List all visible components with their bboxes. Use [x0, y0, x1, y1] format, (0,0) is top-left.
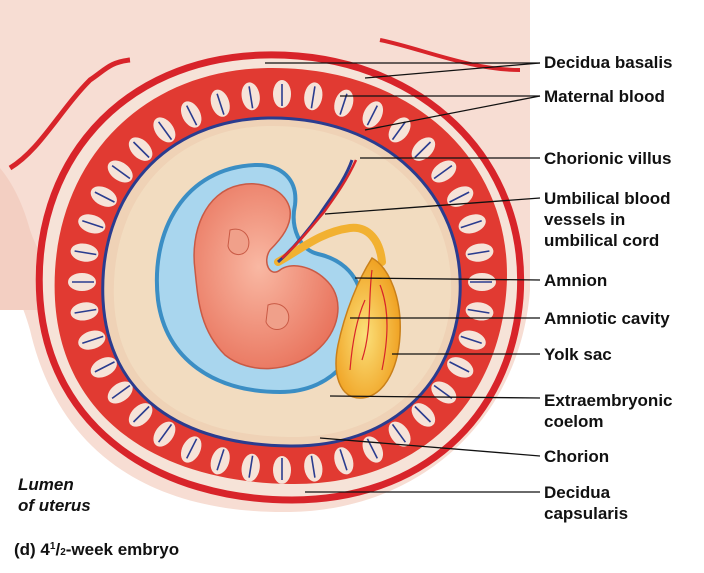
villus-vessel	[94, 361, 115, 373]
label-lumen-of-uterus: Lumen of uterus	[18, 474, 91, 516]
villus-vessel	[74, 308, 97, 314]
label-decidua-capsularis: Decidua capsularis	[544, 482, 628, 524]
label-decidua-capsularis-line1: Decidua	[544, 483, 611, 502]
villus-vessel	[216, 449, 225, 471]
label-chorionic-villus: Chorionic villus	[544, 149, 672, 168]
villus-vessel	[449, 191, 470, 203]
label-decidua-capsularis-line2: capsularis	[544, 504, 629, 523]
villus-vessel	[310, 86, 316, 109]
villus-vessel	[460, 335, 482, 344]
villus-vessel	[74, 250, 97, 256]
villus-vessel	[157, 423, 173, 443]
villi-lacunae	[68, 80, 496, 484]
caption-suffix: -week embryo	[65, 540, 180, 559]
uterine-artery	[379, 38, 521, 72]
umbilical-cord	[274, 223, 386, 266]
maternal-vessel	[8, 57, 131, 171]
villus-vessel	[216, 93, 225, 115]
villus-vessel	[467, 250, 490, 256]
caption-denominator: 2	[60, 547, 66, 558]
villus-vessel	[132, 141, 150, 159]
label-umbilical-line2: vessels in	[544, 210, 626, 229]
villus-vessel	[185, 105, 198, 126]
villus-vessel	[449, 361, 470, 373]
villus-vessel	[185, 438, 198, 459]
label-extraembryonic-line2: coelom	[544, 412, 604, 431]
villus-vessel	[132, 405, 150, 423]
villus-vessel	[248, 86, 254, 109]
villus-vessel	[111, 384, 131, 400]
figure-caption: (d) 41/2-week embryo	[14, 540, 180, 559]
villus-vessel	[248, 455, 254, 478]
villus-vessel	[414, 405, 432, 423]
label-lumen-line2: of uterus	[18, 496, 91, 515]
label-yolk-sac: Yolk sac	[544, 345, 612, 364]
villus-vessel	[460, 220, 482, 229]
embryo-limb-upper	[227, 228, 250, 255]
caption-prefix: (d) 4	[14, 540, 50, 559]
label-chorion: Chorion	[544, 447, 610, 466]
villus-vessel	[82, 335, 104, 344]
villus-vessel	[433, 164, 453, 180]
villus-vessel	[366, 105, 379, 126]
umbilical-artery	[281, 159, 358, 259]
label-extraembryonic-line1: Extraembryonic	[544, 391, 673, 410]
label-decidua-basalis: Decidua basalis	[544, 53, 673, 72]
yolk-sac-vessels	[349, 269, 388, 371]
villus-vessel	[82, 220, 104, 229]
villus-vessel	[467, 308, 490, 314]
embryo-limb	[265, 303, 290, 330]
villus-vessel	[94, 191, 115, 203]
villus-vessel	[310, 455, 316, 478]
villus-vessel	[111, 164, 131, 180]
caption-numerator: 1	[49, 541, 56, 552]
villus-vessel	[339, 449, 348, 471]
villus-vessel	[414, 141, 432, 159]
leader-lines	[265, 62, 541, 493]
label-maternal-blood: Maternal blood	[544, 87, 665, 106]
endometrium-strip	[0, 168, 80, 310]
label-extraembryonic-coelom: Extraembryonic coelom	[544, 390, 673, 432]
villus-vessel	[433, 384, 453, 400]
label-umbilical-line1: Umbilical blood	[544, 189, 671, 208]
label-amniotic-cavity: Amniotic cavity	[544, 309, 670, 328]
villus-vessel	[391, 121, 407, 141]
label-umbilical-line3: umbilical cord	[544, 231, 660, 250]
label-amnion: Amnion	[544, 271, 608, 290]
label-lumen-line1: Lumen	[18, 475, 74, 494]
villus-vessel	[157, 121, 173, 141]
label-umbilical-vessels: Umbilical blood vessels in umbilical cor…	[544, 188, 671, 251]
villus-vessel	[391, 423, 407, 443]
villus-vessel	[339, 93, 348, 115]
